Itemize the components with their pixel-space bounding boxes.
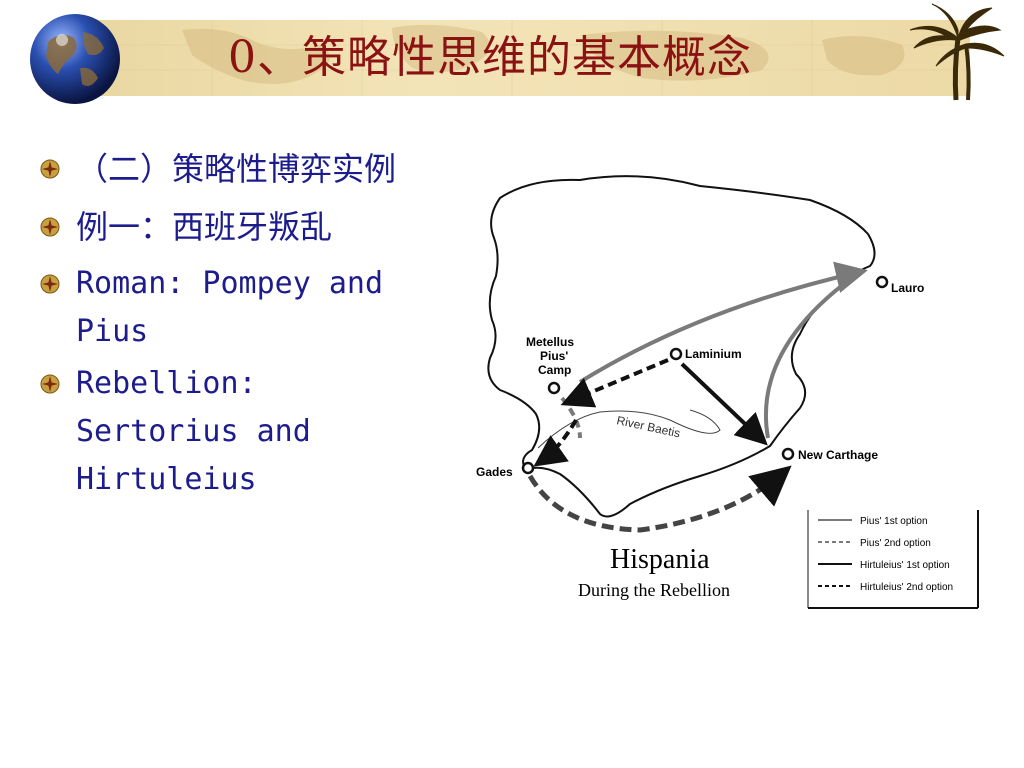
map-subtitle: During the Rebellion (578, 580, 730, 600)
new-carthage-marker (781, 447, 795, 461)
metellus-label-3: Camp (538, 363, 571, 377)
hispania-map: River Baetis Lauro Laminium Metellus Piu… (440, 158, 982, 610)
slide-title: 0、策略性思维的基本概念 (228, 32, 752, 83)
laminium-marker (669, 347, 683, 361)
legend-label: Hirtuleius' 1st option (860, 560, 950, 571)
pius-1st-option-arrow (578, 261, 868, 384)
compass-bullet-icon (40, 217, 60, 237)
map-title: Hispania (610, 544, 710, 575)
bullet-text: 例一：西班牙叛乱 (76, 208, 333, 246)
bullet-text: Rebellion: Sertorius and Hirtuleius (76, 366, 311, 497)
legend-label: Pius' 1st option (860, 516, 928, 527)
coastline (487, 175, 876, 518)
compass-bullet-icon (40, 374, 60, 394)
metellus-label-2: Pius' (540, 349, 568, 363)
new-carthage-label: New Carthage (798, 448, 878, 462)
laminium-label: Laminium (685, 347, 742, 361)
title-banner (62, 20, 970, 96)
hirtuleius-2nd-option-arrow-2 (533, 419, 578, 467)
lauro-label: Lauro (891, 281, 924, 295)
map-legend: Pius' 1st option Pius' 2nd option Hirtul… (807, 510, 979, 609)
hispania-map-figure: River Baetis Lauro Laminium Metellus Piu… (476, 175, 979, 609)
legend-label: Hirtuleius' 2nd option (860, 582, 953, 593)
river-line (537, 409, 721, 449)
palm-tree-icon (909, 3, 1005, 101)
compass-bullet-icon (40, 159, 60, 179)
metellus-camp-marker (547, 381, 561, 395)
gades-route-arrow (527, 465, 792, 533)
bullet-list: （二）策略性博弈实例 例一：西班牙叛乱 Roman: Pompey and Pi… (40, 140, 430, 504)
world-map-texture (62, 20, 970, 96)
bullet-item: 例一：西班牙叛乱 (40, 198, 430, 256)
gades-label: Gades (476, 465, 513, 479)
lauro-marker (875, 275, 889, 289)
hirtuleius-1st-option-arrow (680, 362, 768, 446)
legend-label: Pius' 2nd option (860, 538, 931, 549)
bullet-item: Roman: Pompey and Pius (40, 260, 430, 356)
hirtuleius-2nd-option-arrow-1 (560, 358, 669, 408)
bullet-text: （二）策略性博弈实例 (76, 150, 397, 188)
globe-icon (30, 14, 120, 104)
gades-marker (521, 461, 535, 475)
bullet-item: Rebellion: Sertorius and Hirtuleius (40, 360, 430, 504)
bullet-item: （二）策略性博弈实例 (40, 140, 430, 198)
compass-bullet-icon (40, 274, 60, 294)
metellus-label-1: Metellus (526, 335, 574, 349)
bullet-text: Roman: Pompey and Pius (76, 266, 384, 349)
